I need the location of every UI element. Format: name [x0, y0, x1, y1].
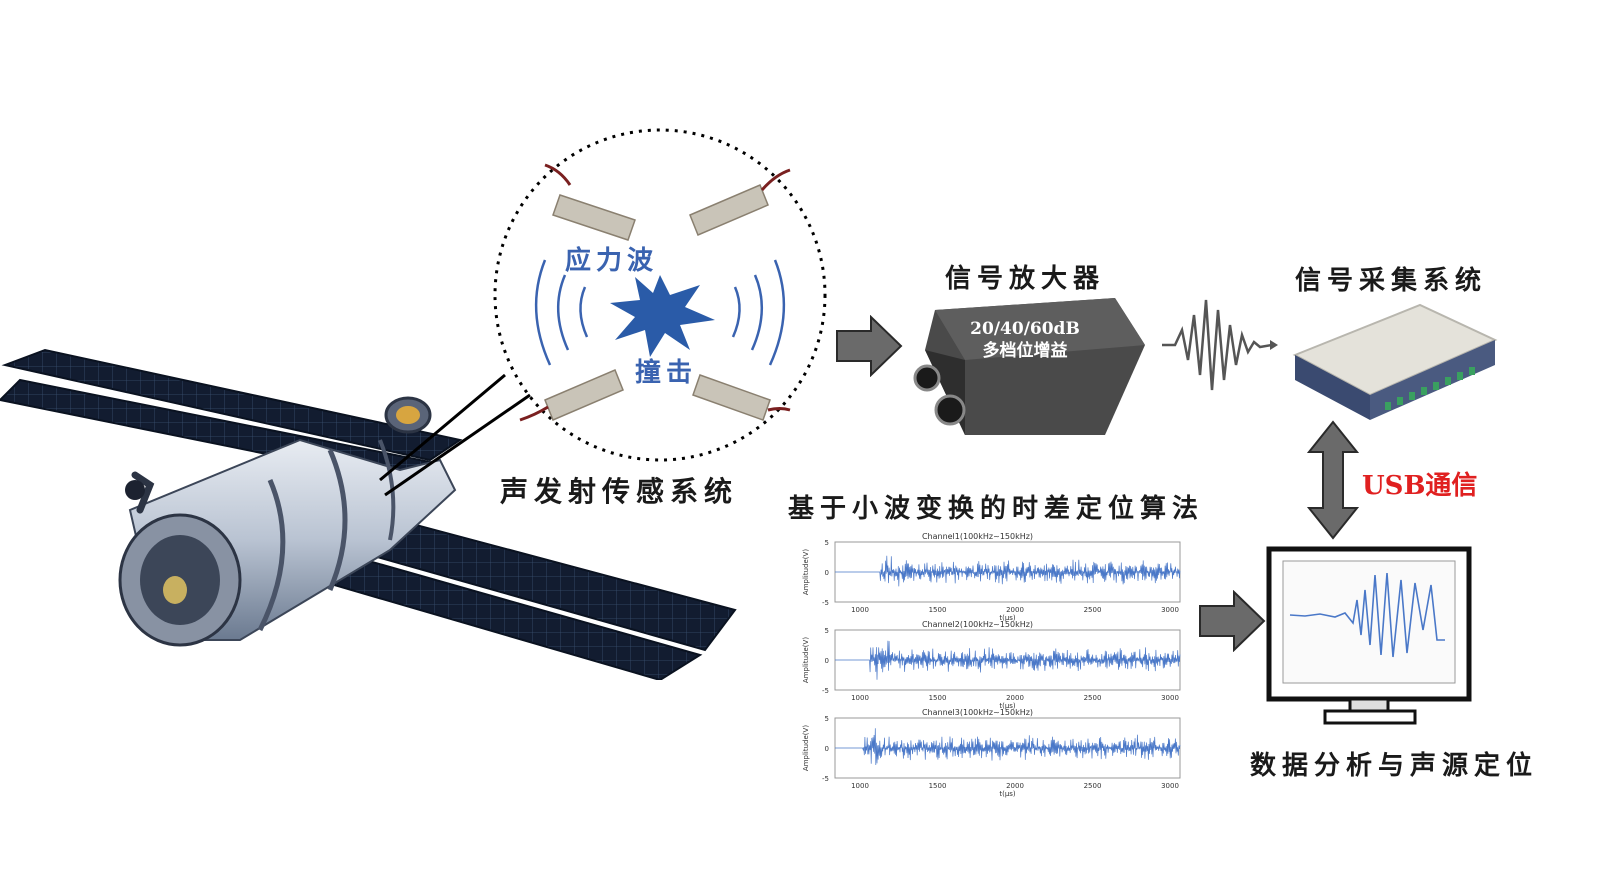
plot-ytick: 0 — [825, 569, 829, 577]
plot-xtick: 2000 — [1006, 694, 1024, 702]
plot-xtick: 3000 — [1161, 782, 1179, 790]
plot-ytick: 0 — [825, 657, 829, 665]
acquisition-title: 信号采集系统 — [1295, 266, 1488, 296]
plot-title: Channel1(100kHz~150kHz) — [922, 532, 1033, 541]
channel-plots: Channel1(100kHz~150kHz) Amplitude(V) 5 0 -5 1… — [802, 532, 1181, 798]
flow-arrow-icon — [836, 315, 903, 377]
signal-trace — [835, 640, 1181, 680]
algorithm-title: 基于小波变换的时差定位算法 — [788, 494, 1205, 524]
piezo-sensor-icon — [519, 369, 624, 422]
impact-star-icon — [610, 275, 715, 357]
plot-xlabel: t(μs) — [999, 702, 1016, 710]
plot-xtick: 3000 — [1161, 606, 1179, 614]
double-arrow-icon — [1306, 420, 1360, 540]
plot-ytick: 5 — [825, 715, 829, 723]
plot-xtick: 1500 — [929, 694, 947, 702]
plot-ytick: -5 — [822, 687, 829, 695]
plot-title: Channel2(100kHz~150kHz) — [922, 620, 1033, 629]
impact-label: 撞击 — [635, 358, 698, 388]
usb-label: USB通信 — [1362, 471, 1478, 501]
waveform-icon — [1162, 299, 1278, 391]
plot-xtick: 2000 — [1006, 782, 1024, 790]
piezo-sensor-icon — [544, 163, 636, 241]
plot-xtick: 2500 — [1084, 606, 1102, 614]
amplifier-device-icon — [913, 298, 1145, 435]
plot-xtick: 2500 — [1084, 782, 1102, 790]
plot-ylabel: Amplitude(V) — [802, 637, 810, 683]
plot-title: Channel3(100kHz~150kHz) — [922, 708, 1033, 717]
wave-lines — [534, 259, 786, 366]
signal-trace — [835, 555, 1181, 587]
daq-device-icon — [1292, 303, 1498, 420]
plot-xtick: 1000 — [851, 694, 869, 702]
plot-xtick: 1000 — [851, 606, 869, 614]
plot-xtick: 2500 — [1084, 694, 1102, 702]
piezo-sensor-icon — [689, 168, 791, 236]
plot-xlabel: t(μs) — [999, 614, 1016, 622]
plot-ytick: 0 — [825, 745, 829, 753]
plot-xtick: 2000 — [1006, 606, 1024, 614]
amplifier-gain-text: 20/40/60dB — [970, 319, 1080, 339]
plot-ylabel: Amplitude(V) — [802, 549, 810, 595]
plot-ytick: 5 — [825, 627, 829, 635]
plot-xtick: 1500 — [929, 606, 947, 614]
plot-ytick: 5 — [825, 539, 829, 547]
satellite-illustration — [0, 348, 737, 680]
amplifier-multi-text: 多档位增益 — [982, 341, 1068, 361]
flow-arrow-icon — [1199, 590, 1266, 652]
plot-ylabel: Amplitude(V) — [802, 725, 810, 771]
plot-xtick: 3000 — [1161, 694, 1179, 702]
monitor-icon — [1266, 546, 1472, 725]
plot-xlabel: t(μs) — [999, 790, 1016, 798]
plot-ytick: -5 — [822, 599, 829, 607]
stress-wave-label: 应力波 — [565, 246, 659, 276]
sensor-detail-circle — [493, 128, 827, 462]
amplifier-title: 信号放大器 — [945, 264, 1106, 294]
plot-xtick: 1000 — [851, 782, 869, 790]
ae-sensor-system-label: 声发射传感系统 — [500, 475, 739, 508]
plot-ytick: -5 — [822, 775, 829, 783]
plot-xtick: 1500 — [929, 782, 947, 790]
analysis-title: 数据分析与声源定位 — [1250, 751, 1539, 781]
signal-trace — [835, 728, 1181, 766]
piezo-sensor-icon — [692, 374, 791, 421]
